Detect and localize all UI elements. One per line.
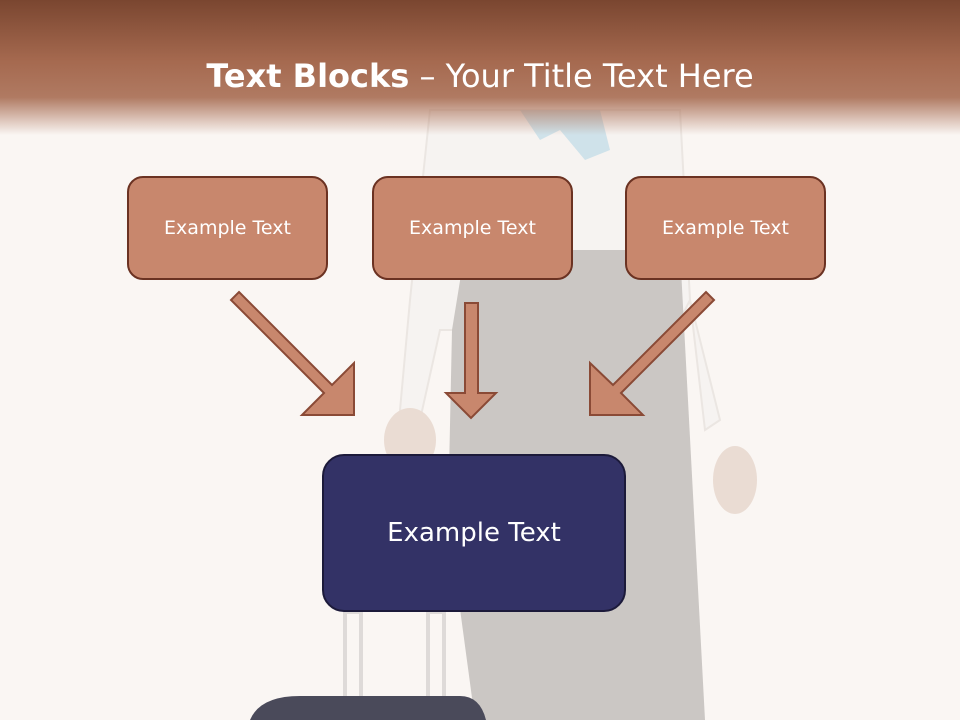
title-bold: Text Blocks — [206, 57, 410, 95]
arrow-center-down — [443, 302, 499, 420]
main-text-block[interactable]: Example Text — [322, 454, 626, 612]
title-rest: Your Title Text Here — [445, 57, 754, 95]
text-block-center[interactable]: Example Text — [372, 176, 573, 280]
text-block-right-label: Example Text — [662, 217, 789, 239]
main-text-block-label: Example Text — [387, 518, 561, 548]
title-banner — [0, 0, 960, 135]
page-title: Text Blocks – Your Title Text Here — [0, 56, 960, 96]
text-block-right[interactable]: Example Text — [625, 176, 826, 280]
arrow-right-diagonal — [589, 290, 716, 416]
title-separator: – — [409, 57, 446, 95]
text-block-left[interactable]: Example Text — [127, 176, 328, 280]
text-block-center-label: Example Text — [409, 217, 536, 239]
text-block-left-label: Example Text — [164, 217, 291, 239]
arrow-left-diagonal — [229, 290, 355, 416]
